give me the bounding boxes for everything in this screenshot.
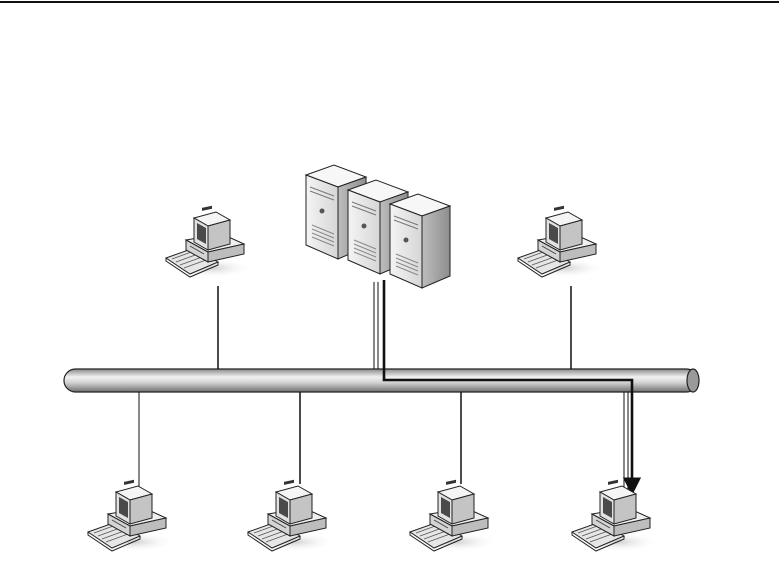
workstation-bottom-4 [572, 480, 660, 552]
workstation-bottom-3 [410, 480, 498, 552]
workstation-top-right [518, 206, 606, 278]
link-server-to-bus [374, 282, 378, 369]
server-rack-3 [390, 194, 450, 288]
workstation-bottom-2 [248, 480, 336, 552]
server-cluster [306, 165, 450, 288]
link-bus-to-bottom-4 [624, 392, 628, 490]
workstation-bottom-1 [88, 480, 176, 552]
workstation-top-left [166, 206, 254, 278]
